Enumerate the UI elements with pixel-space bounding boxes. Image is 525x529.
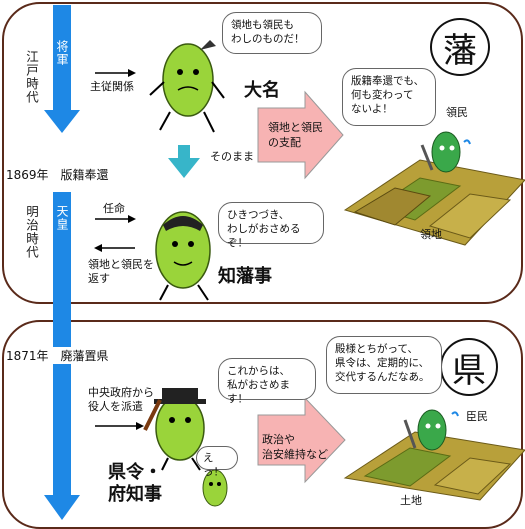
- shogun-label: 将軍: [55, 40, 69, 66]
- chihanji-label: 知藩事: [218, 266, 272, 287]
- chihanji-bean-figure: [155, 211, 211, 301]
- tenno-arrowhead: [44, 495, 80, 520]
- haken-label: 中央政府から役人を派遣: [88, 386, 154, 413]
- sonomama-arrow-body: [178, 145, 190, 159]
- ryomin-bean-figure: [420, 131, 471, 173]
- meiji-period-label: 明治時代: [24, 205, 39, 259]
- shogun-arrowhead: [44, 110, 80, 133]
- year-1869-label: 1869年 版籍奉還: [6, 166, 109, 183]
- small-speech-bubble: えっ！: [196, 446, 238, 478]
- daimyo-label: 大名: [244, 80, 280, 101]
- small-bean-figure: [202, 469, 228, 507]
- shinmin-label: 臣民: [466, 410, 488, 423]
- tenno-bar: [53, 192, 71, 497]
- han-circle: 藩: [430, 18, 490, 76]
- official-speech-bubble: これからは、私がおさめます！: [218, 358, 316, 405]
- official-bean-figure: [143, 388, 206, 471]
- return-label: 領地と領民を返す: [88, 258, 154, 285]
- ninmei-label: 任命: [103, 202, 125, 215]
- kenrei-label: 県令・府知事: [108, 462, 162, 505]
- tochi-label: 土地: [400, 494, 422, 507]
- shinmin-bean-figure: [403, 409, 459, 451]
- chihanji-speech-bubble: ひきつづき、わしがおさめるぞ！: [218, 202, 324, 249]
- bottom-rule-label: 政治や治安維持など: [262, 433, 328, 461]
- tenno-label: 天皇: [55, 205, 69, 231]
- ryochi-label: 領地: [420, 228, 442, 241]
- tochi-field-bottom: [343, 431, 525, 501]
- edo-period-label: 江戸時代: [24, 50, 39, 104]
- ryomin-label: 領民: [446, 106, 468, 119]
- shinmin-speech-bubble: 殿様とちがって、県令は、定期的に、交代するんだなあ。: [326, 336, 442, 394]
- top-rule-label: 領地と領民の支配: [268, 121, 323, 149]
- ken-circle: 県: [440, 338, 498, 396]
- shogun-bar: [53, 5, 71, 113]
- ryochi-field-top: [343, 159, 525, 246]
- daimyo-speech-bubble: 領地も領民もわしのものだ！: [222, 12, 322, 54]
- top-rule-arrow: [257, 90, 344, 180]
- shujukankei-label: 主従関係: [90, 80, 134, 93]
- bottom-rule-arrow: [257, 396, 346, 484]
- daimyo-bean-figure: [149, 40, 225, 133]
- ryomin-speech-bubble: 版籍奉還でも、何も変わってないよ！: [342, 68, 436, 126]
- sonomama-arrowhead: [168, 158, 200, 178]
- year-1871-label: 1871年 廃藩置県: [6, 347, 109, 364]
- sonomama-label: そのまま: [210, 150, 254, 163]
